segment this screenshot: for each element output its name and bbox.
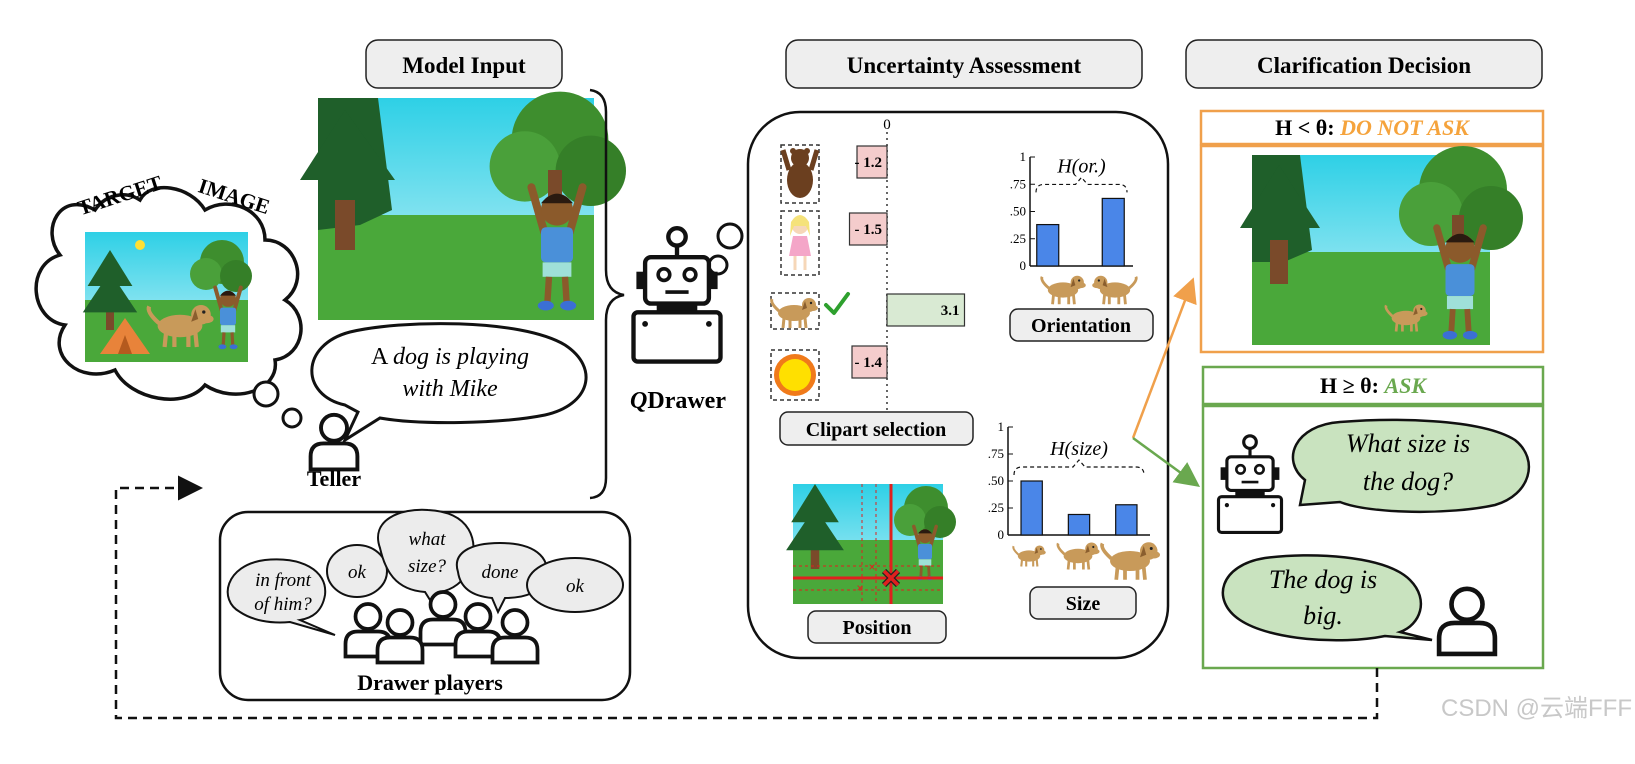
answer-bubble: The dog is big. bbox=[1221, 554, 1433, 642]
no-ask-header: H < θ: DO NOT ASK bbox=[1275, 115, 1470, 140]
drawer-bubble-3-line2: size? bbox=[408, 556, 447, 577]
svg-text:×: × bbox=[868, 560, 875, 574]
header-model-input: Model Input bbox=[365, 39, 563, 89]
orientation-label-box: Orientation bbox=[1009, 308, 1154, 342]
header-clarification-label: Clarification Decision bbox=[1257, 53, 1471, 78]
size-bar bbox=[1020, 480, 1043, 536]
orientation-tick-label: 0 bbox=[1020, 258, 1027, 273]
size-tick-label: 0 bbox=[998, 527, 1005, 542]
size-label-box: Size bbox=[1029, 586, 1137, 620]
clipart-score-bear: - 1.2 bbox=[855, 155, 883, 171]
question-line1: What size is bbox=[1346, 429, 1470, 458]
drawer-bubble-3-line1: what bbox=[409, 529, 447, 550]
clipart-bar-sun bbox=[851, 345, 888, 379]
arrow-to-no-ask bbox=[1131, 277, 1197, 439]
question-line2: the dog? bbox=[1363, 467, 1453, 496]
orientation-bar bbox=[1036, 223, 1060, 267]
feedback-loop-arrow bbox=[114, 475, 1379, 720]
answer-line2: big. bbox=[1303, 601, 1343, 630]
question-bubble: What size is the dog? bbox=[1291, 418, 1531, 514]
target-scene bbox=[82, 232, 252, 362]
model-input-brace bbox=[589, 88, 625, 500]
position-label: Position bbox=[843, 617, 912, 639]
size-tick-label: .75 bbox=[988, 446, 1004, 461]
clipart-score-girl: - 1.5 bbox=[855, 222, 883, 238]
thought-dot-large bbox=[252, 380, 280, 408]
thought-dot-small bbox=[281, 407, 303, 429]
size-tick-label: 1 bbox=[998, 419, 1005, 434]
dog-selected-check-icon bbox=[824, 292, 850, 315]
size-chart: 1 .75 .50 .25 0 H(size) bbox=[988, 419, 1150, 542]
clipart-thumb-bear bbox=[780, 144, 820, 204]
orientation-tick-label: .50 bbox=[1010, 204, 1026, 219]
teller-utterance-line1: A dog is playing bbox=[371, 344, 529, 370]
drawer-bubble-1-line2: of him? bbox=[254, 594, 312, 615]
clipart-bar-dog bbox=[886, 293, 966, 327]
size-entropy-label: H(size) bbox=[1049, 438, 1108, 460]
clipart-thumb-sun bbox=[770, 349, 820, 401]
position-map: × × bbox=[786, 484, 956, 604]
size-bar bbox=[1115, 504, 1138, 536]
clipart-score-sun: - 1.4 bbox=[855, 355, 883, 371]
no-ask-scene bbox=[1240, 146, 1523, 345]
clipart-score-dog: 3.1 bbox=[941, 303, 960, 319]
qdrawer-robot-icon bbox=[634, 228, 721, 361]
header-model-input-label: Model Input bbox=[402, 53, 526, 78]
orientation-entropy-brace bbox=[1035, 176, 1128, 193]
position-label-box: Position bbox=[807, 610, 947, 644]
model-input-scene bbox=[300, 91, 626, 320]
clipart-bar-girl bbox=[848, 212, 888, 246]
size-entropy-brace bbox=[1013, 459, 1145, 476]
orientation-tick-label: .75 bbox=[1010, 176, 1026, 191]
drawer-bubbles bbox=[226, 508, 624, 636]
ask-header-box bbox=[1201, 365, 1545, 406]
teller-utterance-line2: with Mike bbox=[402, 376, 498, 402]
drawer-bubble-4: done bbox=[482, 562, 519, 583]
size-bar bbox=[1067, 513, 1091, 536]
drawer-bubble-2: ok bbox=[348, 562, 367, 583]
size-tick-label: .50 bbox=[988, 473, 1004, 488]
clipart-bar-bear bbox=[856, 145, 888, 179]
drawer-bubble-1-line1: in front bbox=[255, 570, 311, 591]
clipart-thumb-dog bbox=[770, 292, 820, 330]
watermark: CSDN @云端FFF bbox=[1441, 695, 1632, 722]
header-clarification: Clarification Decision bbox=[1185, 39, 1543, 89]
size-tick-label: .25 bbox=[988, 500, 1004, 515]
clipart-axis-zero: 0 bbox=[883, 117, 891, 133]
orientation-entropy-label: H(or.) bbox=[1056, 155, 1106, 177]
teller-speech-bubble: A dog is playing with Mike bbox=[310, 322, 588, 444]
orientation-bar bbox=[1101, 197, 1125, 267]
clipart-selection-label: Clipart selection bbox=[806, 419, 947, 441]
header-uncertainty-label: Uncertainty Assessment bbox=[847, 53, 1082, 78]
orientation-tick-label: .25 bbox=[1010, 231, 1026, 246]
qdrawer-thought-dots bbox=[707, 222, 744, 276]
drawer-players-label: Drawer players bbox=[357, 670, 503, 695]
no-ask-header-box bbox=[1199, 109, 1545, 146]
svg-text:×: × bbox=[856, 581, 863, 595]
teller-person-icon bbox=[308, 412, 360, 472]
position-marker-icon bbox=[881, 568, 901, 588]
orientation-tick-label: 1 bbox=[1020, 149, 1027, 164]
qdrawer-label: QDrawer bbox=[630, 388, 726, 414]
arrow-to-ask bbox=[1132, 436, 1201, 487]
header-uncertainty: Uncertainty Assessment bbox=[785, 39, 1143, 89]
ask-header: H ≥ θ: ASK bbox=[1320, 373, 1427, 398]
clipart-thumb-girl bbox=[780, 210, 820, 276]
size-label: Size bbox=[1066, 593, 1101, 615]
orientation-chart: 1 .75 .50 .25 0 H(or.) bbox=[1010, 149, 1133, 273]
orientation-label: Orientation bbox=[1031, 315, 1131, 337]
answer-line1: The dog is bbox=[1269, 565, 1377, 594]
teller-label: Teller bbox=[307, 466, 361, 491]
clipart-selection-label-box: Clipart selection bbox=[779, 411, 974, 446]
clipart-selection-chart: 0 - 1.2 - 1.5 3.1 - 1.4 bbox=[848, 117, 966, 412]
drawer-bubble-5: ok bbox=[566, 576, 585, 597]
